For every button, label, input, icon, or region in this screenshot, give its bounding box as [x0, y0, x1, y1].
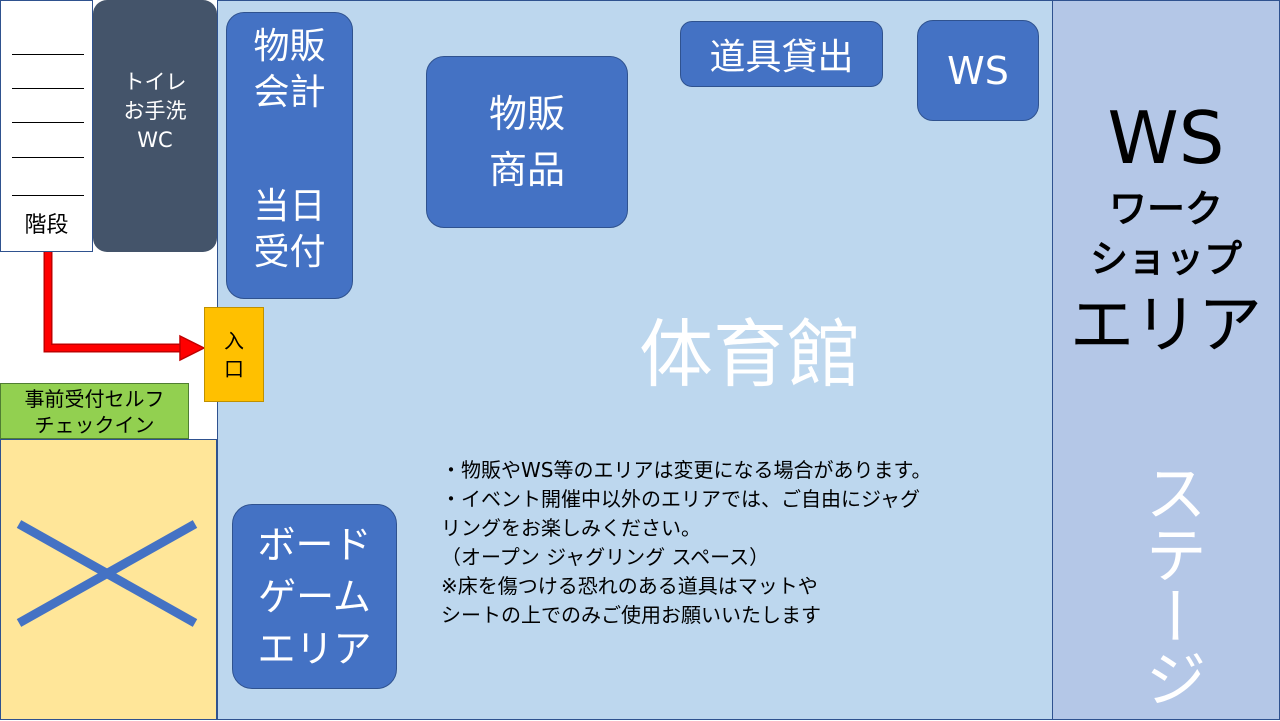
note-line: シートの上でのみご使用お願いいたします [441, 603, 821, 627]
stair-step [12, 122, 84, 123]
note-line: リングをお楽しみください。 [441, 516, 701, 540]
toilet: トイレ お手洗 WC [93, 0, 217, 252]
entrance-line: 入 [224, 328, 244, 353]
board-game-line: エリア [257, 626, 372, 671]
registration-box [226, 12, 353, 299]
ws-area-sub1: ワーク [1108, 187, 1223, 231]
same-day-registration-label: 当日 受付 [226, 184, 353, 276]
equipment-rental-box: 道具貸出 [680, 21, 883, 87]
ws-box: WS [917, 20, 1039, 121]
ws-area-title: WS [1107, 96, 1225, 180]
same-day-registration-line: 受付 [253, 232, 326, 273]
cross-icon [16, 520, 198, 627]
note-line: （オープン ジャグリング スペース） [441, 545, 770, 569]
note-line: ・イベント開催中以外のエリアでは、ご自由にジャグ [441, 487, 920, 511]
toilet-line: お手洗 [123, 98, 187, 123]
sales-checkout-line: 会計 [253, 72, 326, 113]
ws-area-sub2: ショップ [1089, 237, 1242, 281]
entrance: 入 口 [204, 307, 264, 402]
stairs-label: 階段 [24, 213, 69, 238]
entrance-line: 口 [224, 356, 244, 381]
arrow-right-icon [43, 252, 206, 362]
goods-box: 物販 商品 [426, 56, 628, 228]
notes: ・物販やWS等のエリアは変更になる場合があります。 ・イベント開催中以外のエリア… [441, 456, 1041, 630]
note-line: ※床を傷つける恐れのある道具はマットや [441, 574, 818, 598]
closed-area [0, 439, 217, 720]
stair-step [12, 195, 84, 196]
self-checkin: 事前受付セルフ チェックイン [0, 383, 189, 439]
same-day-registration-line: 当日 [253, 186, 326, 227]
ws-area-sub3: エリア [1070, 289, 1262, 363]
toilet-line: トイレ [123, 69, 187, 94]
stair-step [12, 54, 84, 55]
board-game-line: ゲーム [258, 574, 371, 619]
stage-label: ステージ [1134, 461, 1207, 709]
ws-stage-area [1052, 0, 1280, 720]
checkin-line: 事前受付セルフ [24, 387, 165, 411]
board-game-line: ボード [257, 522, 372, 567]
stair-step [12, 88, 84, 89]
checkin-line: チェックイン [34, 413, 155, 437]
board-game-box: ボード ゲーム エリア [232, 504, 397, 689]
goods-line: 物販 [488, 92, 565, 136]
stair-step [12, 157, 84, 158]
sales-checkout-line: 物販 [253, 26, 326, 67]
goods-line: 商品 [488, 148, 565, 192]
toilet-line: WC [137, 127, 173, 152]
gym-label: 体育館 [639, 312, 861, 398]
sales-checkout-label: 物販 会計 [226, 24, 353, 116]
note-line: ・物販やWS等のエリアは変更になる場合があります。 [441, 458, 932, 482]
stairs [0, 0, 93, 252]
equipment-rental-label: 道具貸出 [709, 37, 854, 78]
ws-box-label: WS [947, 48, 1009, 93]
